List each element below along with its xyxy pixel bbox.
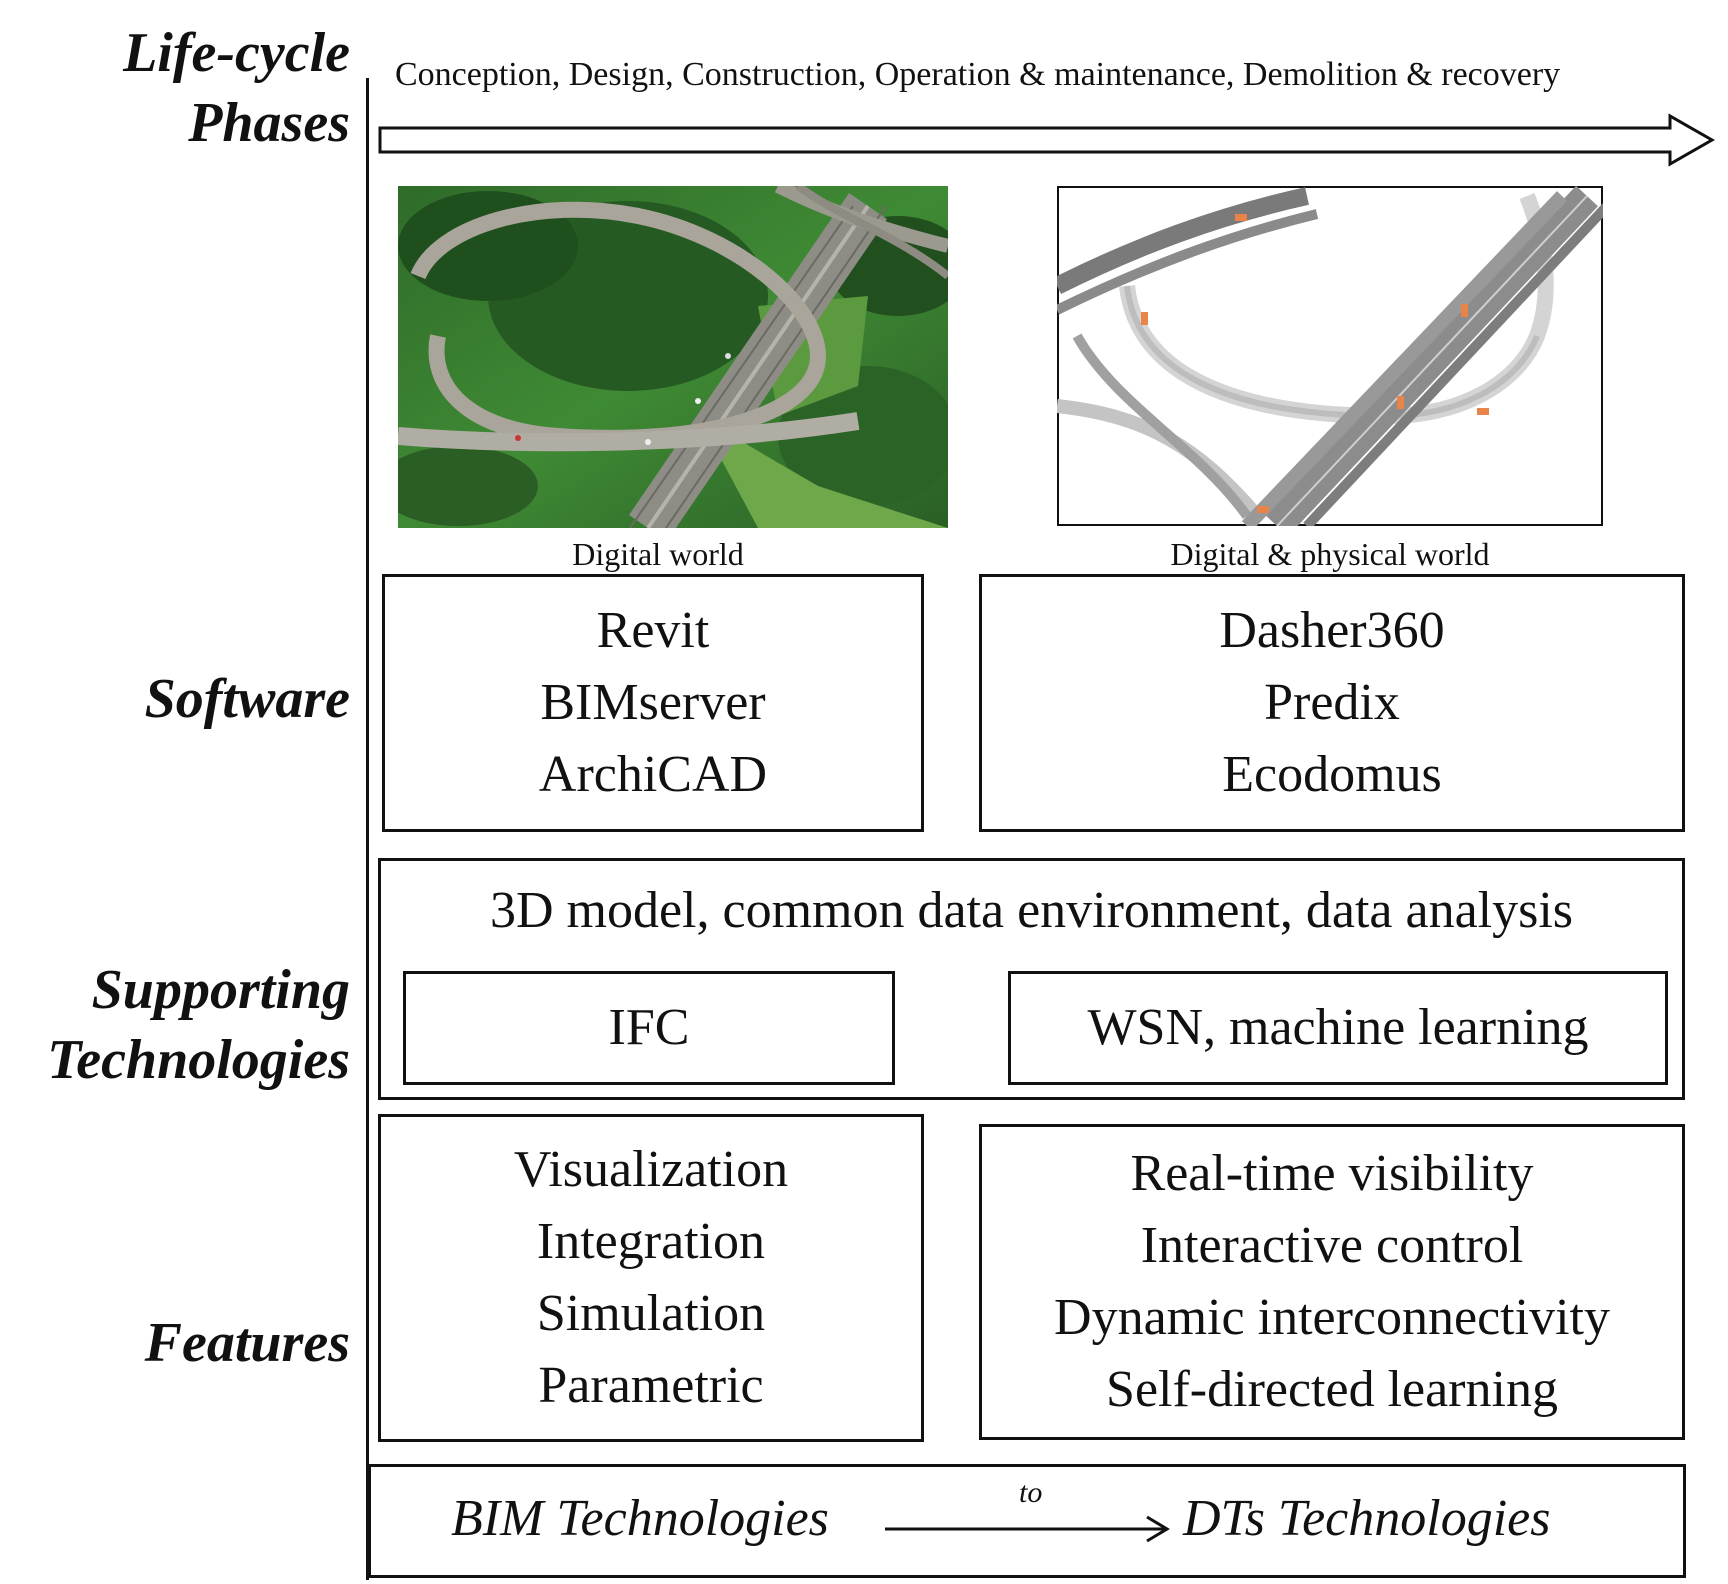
- label-supporting-technologies: Supporting Technologies: [10, 955, 350, 1095]
- features-bim-item: Parametric: [538, 1357, 764, 1414]
- software-bim-item: Revit: [596, 602, 710, 659]
- features-dt-item: Interactive control: [1140, 1217, 1524, 1274]
- software-bim-item: ArchiCAD: [538, 746, 768, 803]
- lifecycle-arrow: [378, 113, 1716, 167]
- software-bim-item: BIMserver: [540, 674, 766, 731]
- software-dt-item: Predix: [1264, 674, 1400, 731]
- features-bim-item: Integration: [536, 1213, 766, 1270]
- features-dt-item: Dynamic interconnectivity: [1054, 1289, 1610, 1346]
- supporting-common-text: 3D model, common data environment, data …: [489, 882, 1574, 939]
- digital-physical-world-caption: Digital & physical world: [1170, 536, 1490, 572]
- software-dt-item: Dasher360: [1219, 602, 1445, 659]
- label-lifecycle-line1: Life-cycle: [123, 22, 350, 84]
- supporting-bim-box: IFC: [403, 971, 895, 1085]
- label-features: Features: [144, 1312, 350, 1374]
- software-bim-box: Revit BIMserver ArchiCAD: [382, 574, 924, 832]
- label-lifecycle-phases: Life-cycle Phases: [40, 18, 350, 158]
- features-dt-item: Real-time visibility: [1130, 1145, 1534, 1202]
- label-supporting-line2: Technologies: [47, 1029, 350, 1091]
- vertical-axis-line: [366, 78, 369, 1580]
- transition-box: BIM Technologies to DTs Technologies: [368, 1464, 1686, 1578]
- features-bim-item: Simulation: [536, 1285, 766, 1342]
- label-lifecycle-line2: Phases: [188, 92, 350, 154]
- digital-physical-world-image: [1057, 186, 1603, 526]
- transition-connector-text: to: [1019, 1476, 1043, 1509]
- software-dt-box: Dasher360 Predix Ecodomus: [979, 574, 1685, 832]
- transition-arrow: [885, 1515, 1170, 1543]
- digital-world-image: [398, 186, 948, 528]
- features-dt-item: Self-directed learning: [1106, 1361, 1558, 1418]
- supporting-bim-text: IFC: [608, 999, 690, 1056]
- label-software: Software: [144, 668, 350, 730]
- supporting-dt-text: WSN, machine learning: [1087, 999, 1589, 1056]
- label-supporting-line1: Supporting: [91, 959, 350, 1021]
- digital-world-caption: Digital world: [572, 536, 744, 572]
- software-dt-item: Ecodomus: [1222, 746, 1442, 803]
- features-bim-item: Visualization: [513, 1141, 789, 1198]
- supporting-dt-box: WSN, machine learning: [1008, 971, 1668, 1085]
- transition-from-text: BIM Technologies: [451, 1490, 829, 1547]
- supporting-technologies-box: 3D model, common data environment, data …: [378, 858, 1685, 1100]
- lifecycle-phases-text: Conception, Design, Construction, Operat…: [395, 56, 1561, 93]
- features-bim-box: Visualization Integration Simulation Par…: [378, 1114, 924, 1442]
- features-dt-box: Real-time visibility Interactive control…: [979, 1124, 1685, 1440]
- transition-to-text: DTs Technologies: [1183, 1490, 1551, 1547]
